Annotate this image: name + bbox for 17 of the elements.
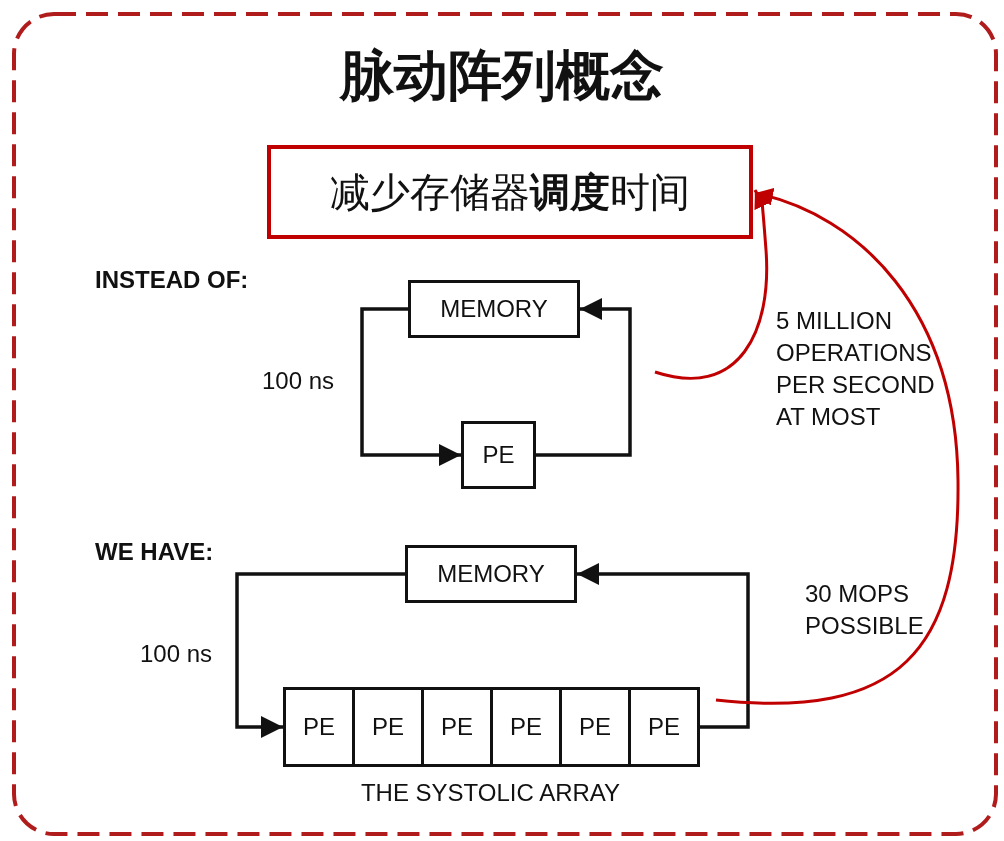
pe-box: PE bbox=[461, 421, 536, 489]
section-label: INSTEAD OF: bbox=[95, 266, 250, 294]
arrow bbox=[536, 298, 632, 457]
arrow bbox=[235, 572, 405, 738]
time-label: 100 ns bbox=[262, 367, 336, 395]
arrow bbox=[360, 307, 461, 466]
memory-box: MEMORY bbox=[405, 545, 577, 603]
arrow bbox=[715, 189, 960, 705]
title: 脉动阵列概念 bbox=[338, 43, 665, 109]
note-text: 5 MILLION OPERATIONS PER SECOND AT MOST bbox=[776, 306, 936, 432]
memory-box: MEMORY bbox=[408, 280, 580, 338]
node-label: THE SYSTOLIC ARRAY bbox=[359, 779, 622, 807]
arrow bbox=[577, 563, 750, 729]
highlight-box: 减少存储器调度时间 bbox=[267, 145, 753, 239]
time-label: 100 ns bbox=[140, 640, 214, 668]
section-label: WE HAVE: bbox=[95, 538, 215, 566]
note-text: 30 MOPS POSSIBLE bbox=[805, 579, 925, 641]
